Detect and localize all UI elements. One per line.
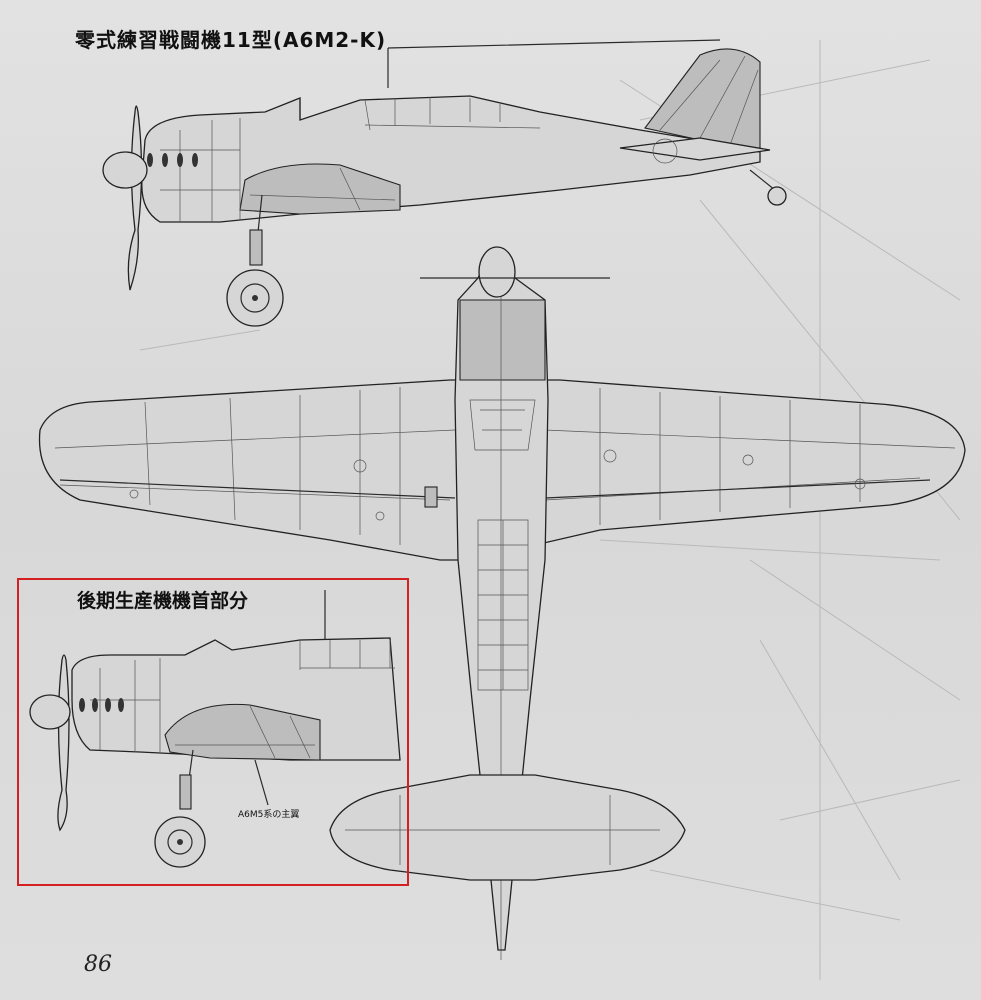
inset-title: 後期生産機機首部分 [77,590,249,612]
page-number: 86 [84,952,112,977]
drawing-title: 零式練習戦闘機11型(A6M2-K) [75,28,387,52]
side-view [102,39,787,327]
inset-frame [17,578,409,886]
inset-callout: A6M5系の主翼 [238,810,300,820]
plan-view [38,246,966,960]
inset-nose-view [29,590,401,868]
show-through-lines [139,40,961,980]
